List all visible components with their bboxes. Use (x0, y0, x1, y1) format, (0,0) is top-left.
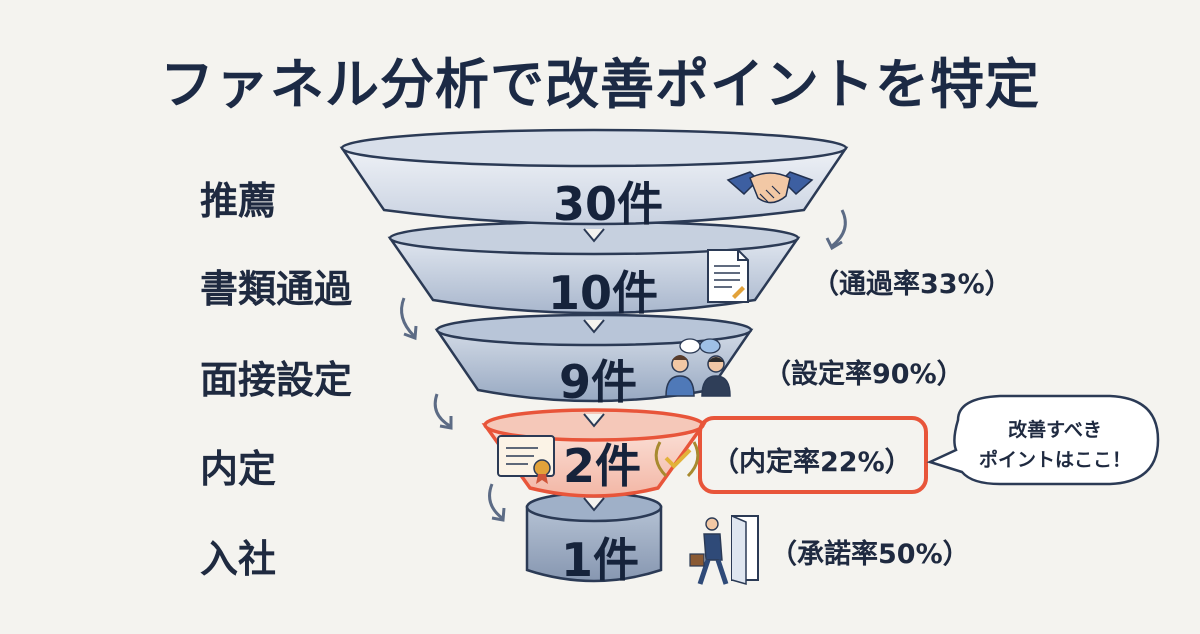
stage-label-1: 推薦 (200, 179, 277, 223)
stage-rate-2: （通過率33%） (812, 269, 1012, 300)
stage-rate-4: （内定率22%） (712, 447, 912, 478)
stage-count-1: 30件 (552, 177, 663, 231)
callout-bubble (926, 394, 1160, 486)
stage-label-2: 書類通過 (200, 267, 353, 311)
callout-line-2: ポイントはここ！ (978, 449, 1131, 471)
flow-carets (583, 228, 605, 512)
callout-line-1: 改善すべき (1008, 419, 1102, 441)
curved-arrow-2 (400, 297, 418, 341)
stage-count-3: 9件 (558, 355, 637, 409)
laurel-check-icon (654, 441, 700, 478)
funnel-stage-5 (525, 491, 663, 583)
stage-count-2: 10件 (547, 266, 658, 320)
document-icon (707, 249, 749, 303)
stage-rate-3: （設定率90%） (764, 359, 964, 390)
curved-arrow-3 (433, 393, 453, 430)
stage-label-4: 内定 (200, 447, 277, 491)
walking-person-door-icon (689, 515, 759, 585)
curved-arrow-1 (825, 209, 847, 251)
certificate-icon (497, 435, 555, 484)
stage-rate-5: （承諾率50%） (770, 539, 970, 570)
funnel-stage-1 (339, 128, 849, 226)
stage-label-5: 入社 (200, 537, 277, 581)
diagram-title: ファネル分析で改善ポイントを特定 (160, 53, 1040, 116)
stage-count-5: 1件 (560, 533, 639, 587)
curved-arrow-4 (488, 483, 506, 522)
stage-label-3: 面接設定 (200, 358, 353, 402)
stage-count-4: 2件 (562, 439, 641, 493)
highlight-box (698, 416, 928, 494)
interview-icon (665, 338, 731, 397)
handshake-icon (726, 171, 814, 204)
callout-text: 改善すべき ポイントはここ！ (960, 415, 1150, 475)
